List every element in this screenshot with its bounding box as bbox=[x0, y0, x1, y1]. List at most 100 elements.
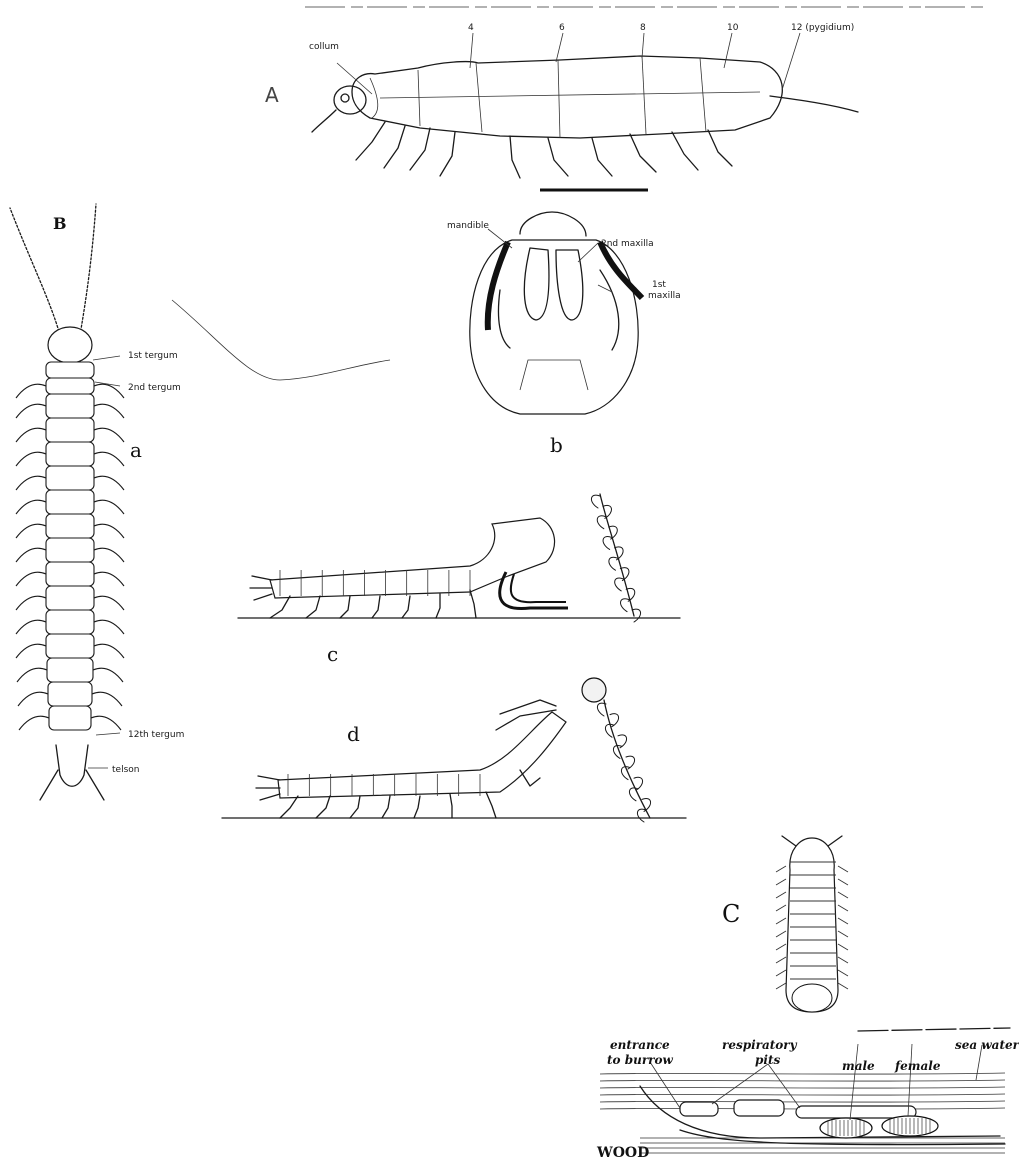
trunk-segment bbox=[46, 466, 94, 490]
leg bbox=[16, 572, 46, 586]
leg bbox=[93, 668, 123, 682]
trunk-segment bbox=[46, 418, 94, 442]
sub-a-letter: a bbox=[130, 438, 142, 462]
panel-b-d-lateral: d bbox=[222, 678, 686, 822]
trunk-segment bbox=[46, 562, 94, 586]
leg bbox=[16, 384, 46, 398]
label-1st: 1st bbox=[652, 280, 666, 290]
panel-b-c-lateral: c bbox=[238, 494, 680, 666]
sub-b-letter: b bbox=[550, 433, 563, 457]
label-pygidium: 12 (pygidium) bbox=[791, 23, 854, 33]
water-line bbox=[600, 1094, 1005, 1095]
label-12th-tergum: 12th tergum bbox=[128, 730, 184, 740]
trunk-segment bbox=[49, 706, 91, 730]
trunk-segment bbox=[47, 658, 93, 682]
panel-c-letter: C bbox=[722, 900, 740, 928]
isopod-leg bbox=[838, 957, 848, 963]
isopod-leg bbox=[776, 931, 786, 937]
trunk-segment bbox=[46, 442, 94, 466]
isopod-leg bbox=[776, 866, 786, 872]
isopod-leg bbox=[776, 918, 786, 924]
water-line bbox=[600, 1101, 1005, 1102]
trunk-segment bbox=[46, 634, 94, 658]
leg bbox=[16, 404, 46, 418]
leg bbox=[17, 668, 47, 682]
leaf bbox=[591, 495, 600, 508]
isopod-leg bbox=[776, 892, 786, 898]
trunk-segment bbox=[46, 538, 94, 562]
leg bbox=[18, 692, 48, 706]
panel-c-burrow: C bbox=[596, 836, 1019, 1161]
leaf bbox=[621, 599, 630, 612]
wood-grain bbox=[640, 1138, 1005, 1154]
label-respiratory: respiratory bbox=[722, 1038, 798, 1052]
label-pits: pits bbox=[755, 1053, 780, 1067]
label-telson: telson bbox=[112, 765, 139, 775]
panel-a-letter: A bbox=[265, 83, 279, 107]
isopod-leg bbox=[776, 983, 786, 989]
trunk-segment bbox=[48, 682, 92, 706]
label-male: male bbox=[842, 1059, 875, 1073]
isopod-leg bbox=[838, 931, 848, 937]
leg bbox=[94, 404, 124, 418]
trunk-segment bbox=[46, 362, 94, 378]
leg bbox=[94, 524, 124, 538]
leg bbox=[94, 428, 124, 442]
isopod-leg bbox=[838, 905, 848, 911]
trunk-segment bbox=[46, 490, 94, 514]
panel-b-b-head-ventral: mandible 2nd maxilla 1st maxilla b bbox=[447, 212, 681, 457]
leg bbox=[94, 476, 124, 490]
isopod-leg bbox=[838, 944, 848, 950]
label-2nd-maxilla: 2nd maxilla bbox=[601, 239, 654, 249]
label-2nd-tergum: 2nd tergum bbox=[128, 383, 181, 393]
isopod-leg bbox=[838, 866, 848, 872]
leg bbox=[91, 716, 121, 730]
isopod-leg bbox=[776, 957, 786, 963]
trunk-segments bbox=[16, 362, 124, 730]
label-to-burrow: to burrow bbox=[607, 1053, 673, 1067]
leaf bbox=[597, 516, 606, 529]
panel-b-letter: B bbox=[53, 214, 67, 233]
panel-a-millipede: A bbox=[265, 7, 985, 190]
isopod-leg bbox=[776, 970, 786, 976]
label-segment-8: 8 bbox=[640, 23, 646, 33]
leg bbox=[19, 716, 49, 730]
isopod-leg bbox=[838, 892, 848, 898]
leg bbox=[94, 644, 124, 658]
isopod-dorsal-view bbox=[776, 836, 848, 1012]
label-collum: collum bbox=[309, 42, 339, 52]
leg bbox=[16, 452, 46, 466]
water-line bbox=[600, 1073, 1005, 1074]
leg bbox=[92, 692, 122, 706]
wood-line bbox=[640, 1143, 1005, 1144]
label-wood: WOOD bbox=[596, 1145, 649, 1161]
wood-line bbox=[640, 1153, 1005, 1154]
isopod-leg bbox=[838, 918, 848, 924]
isopod-leg bbox=[838, 879, 848, 885]
leg bbox=[16, 524, 46, 538]
label-mandible: mandible bbox=[447, 221, 489, 231]
water-line bbox=[600, 1087, 1005, 1088]
leg bbox=[94, 548, 124, 562]
leg bbox=[16, 500, 46, 514]
isopod-leg bbox=[776, 944, 786, 950]
label-sea-water: sea water bbox=[955, 1038, 1019, 1052]
leg bbox=[16, 476, 46, 490]
leg bbox=[16, 548, 46, 562]
leaf bbox=[603, 537, 612, 550]
leg bbox=[94, 620, 124, 634]
trunk-segment bbox=[46, 378, 94, 394]
wood-line bbox=[640, 1148, 1005, 1149]
label-1st-tergum: 1st tergum bbox=[128, 351, 178, 361]
label-segment-4: 4 bbox=[468, 23, 474, 33]
leg bbox=[16, 644, 46, 658]
trunk-segment bbox=[46, 394, 94, 418]
leaf bbox=[609, 557, 618, 570]
sub-c-letter: c bbox=[327, 642, 338, 666]
trunk-segment bbox=[46, 514, 94, 538]
leg bbox=[94, 572, 124, 586]
isopod-leg bbox=[838, 983, 848, 989]
leg bbox=[16, 428, 46, 442]
isopod-leg bbox=[776, 879, 786, 885]
trunk-segment bbox=[46, 586, 94, 610]
